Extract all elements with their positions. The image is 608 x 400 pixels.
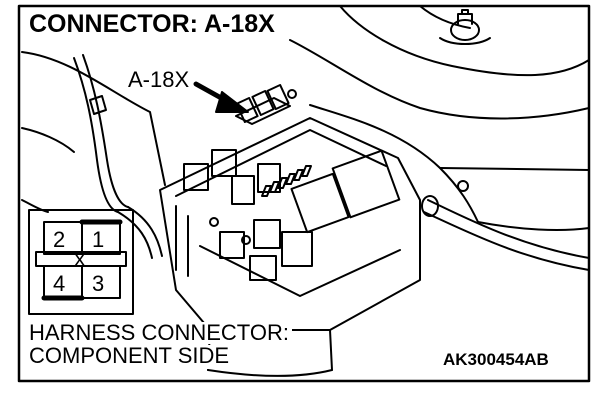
pin-number-2: 2 bbox=[53, 227, 66, 252]
relay-box-housing bbox=[159, 117, 421, 331]
harness-cable-b bbox=[82, 54, 129, 208]
body-bolt bbox=[457, 180, 469, 192]
mount-bolt-2 bbox=[241, 235, 251, 245]
callout-label: A-18X bbox=[128, 67, 190, 92]
pin-marker-x: X bbox=[73, 250, 87, 272]
connector-tab bbox=[287, 89, 297, 99]
mount-bolt-1 bbox=[209, 217, 219, 227]
relay-8 bbox=[249, 255, 277, 281]
inset-pin-2 bbox=[43, 221, 83, 255]
hose-edge bbox=[423, 211, 590, 271]
relay-large-1 bbox=[290, 172, 350, 234]
reservoir-neck bbox=[439, 37, 491, 45]
connector-a18x-3 bbox=[266, 83, 290, 111]
relay-box-front-edge bbox=[199, 245, 401, 297]
pin-number-4: 4 bbox=[53, 271, 66, 296]
pin-number-1: 1 bbox=[92, 227, 105, 252]
connector-a18x-2 bbox=[251, 89, 275, 117]
inset-outer-frame bbox=[28, 209, 134, 315]
strut-tower-rim bbox=[419, 5, 471, 29]
body-contour-c bbox=[477, 221, 590, 231]
relay-6 bbox=[281, 231, 313, 267]
body-contour-b bbox=[439, 167, 590, 171]
relay-2 bbox=[211, 149, 237, 177]
reservoir-cap-line bbox=[461, 9, 469, 15]
relay-1 bbox=[183, 163, 209, 191]
hose-end bbox=[421, 195, 439, 217]
harness-clip bbox=[89, 95, 107, 115]
connector-title: CONNECTOR: A-18X bbox=[26, 10, 281, 39]
strut-tower-lower bbox=[289, 39, 590, 120]
harness-connector-label: HARNESS CONNECTOR: bbox=[29, 322, 292, 344]
body-contour-a bbox=[309, 104, 479, 223]
left-wall-lower bbox=[21, 199, 49, 213]
relay-box-side bbox=[175, 205, 189, 277]
pin-number-3: 3 bbox=[92, 271, 105, 296]
figure-border bbox=[17, 4, 591, 383]
harness-cable-a bbox=[73, 57, 119, 213]
fuse-row bbox=[261, 165, 312, 197]
relay-large-2 bbox=[331, 149, 401, 219]
reservoir-cap bbox=[450, 19, 480, 41]
relay-5 bbox=[253, 219, 281, 249]
hose bbox=[427, 199, 590, 259]
relay-7 bbox=[219, 231, 245, 259]
callout-arrow-head bbox=[215, 91, 249, 113]
relay-box-base bbox=[207, 369, 333, 377]
harness-cable-c bbox=[117, 211, 153, 259]
reservoir-cap-top bbox=[457, 13, 473, 25]
component-side-label: COMPONENT SIDE bbox=[29, 345, 233, 369]
relay-3 bbox=[231, 175, 255, 205]
figure-code: AK300454AB bbox=[440, 350, 552, 369]
left-wall bbox=[21, 51, 166, 186]
relay-box-lid-edge bbox=[175, 129, 387, 197]
connector-inset bbox=[28, 209, 134, 315]
left-wall-inner bbox=[21, 127, 75, 153]
strut-tower bbox=[339, 5, 590, 77]
